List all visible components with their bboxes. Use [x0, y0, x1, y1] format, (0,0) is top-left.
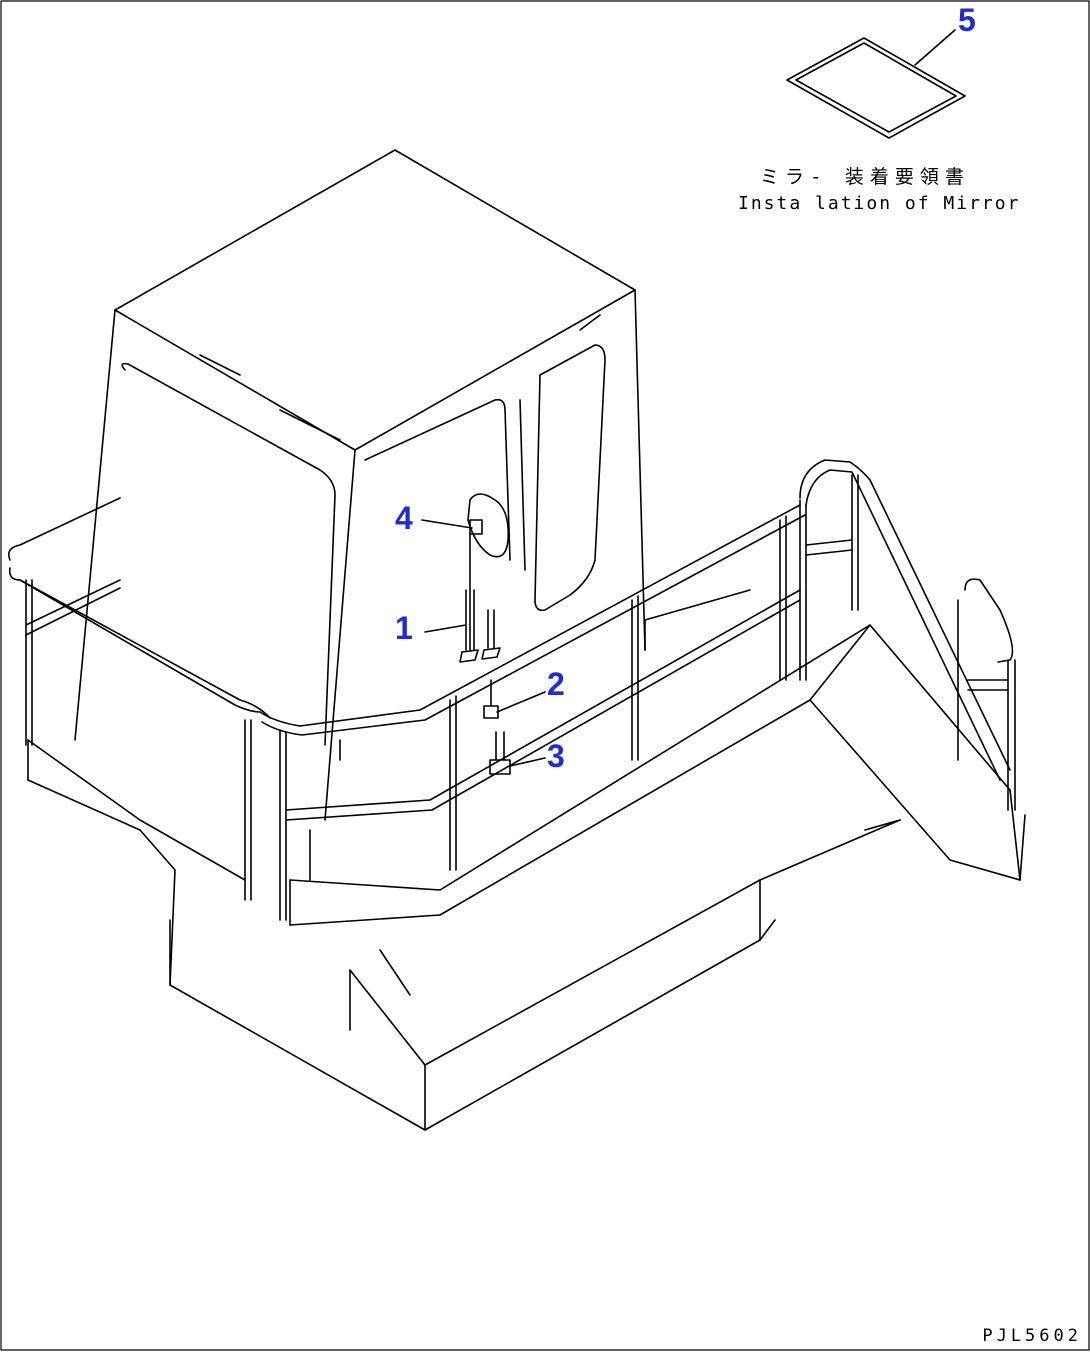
caption-japanese: ミラ- 装着要領書 — [760, 166, 970, 188]
drawing-code: PJL5602 — [982, 1326, 1082, 1346]
leader-lines — [421, 519, 546, 767]
base-body — [139, 819, 901, 1131]
instruction-sheet — [786, 29, 966, 139]
railing — [7, 459, 1016, 921]
callout-5: 5 — [958, 2, 976, 38]
callout-2: 2 — [547, 666, 565, 702]
bolt-items — [483, 679, 511, 775]
callout-1: 1 — [395, 610, 413, 646]
cab — [74, 149, 646, 821]
callout-4: 4 — [395, 500, 413, 536]
caption-english: Insta lation of Mirror — [738, 193, 1021, 214]
mirror-assembly — [459, 493, 510, 663]
platform — [27, 589, 1026, 926]
callout-3: 3 — [547, 738, 565, 774]
